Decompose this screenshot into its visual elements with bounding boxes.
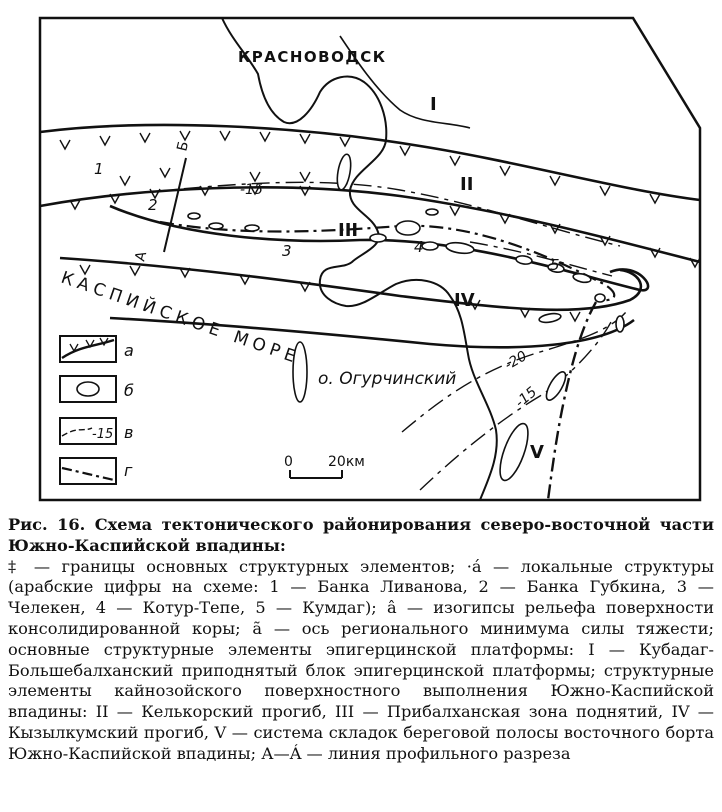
city-label: КРАСНОВОДСК [238, 48, 387, 66]
contour-line-15b [419, 319, 613, 491]
map-frame [38, 16, 702, 502]
boundary-teeth [59, 130, 701, 323]
zone-2-label: II [460, 174, 473, 195]
contour-line-20 [401, 311, 627, 433]
profile-line [163, 157, 187, 253]
boundary-line-4 [59, 256, 643, 312]
structure-4-label: 4 [414, 238, 424, 256]
legend-label-g: г [124, 461, 133, 480]
contour-15b-label: -15 [512, 384, 540, 411]
gravity-minimum-axis [159, 220, 616, 302]
scale-start-label: 0 [284, 454, 293, 470]
local-structures [187, 153, 625, 482]
legend-value-v: -15 [92, 427, 113, 442]
zone-4-label: IV [454, 290, 475, 311]
profile-a-label: А [132, 249, 150, 263]
boundary-line-2 [39, 186, 701, 264]
caption-title: Рис. 16. Схема тектонического районирова… [8, 515, 714, 555]
contour-line-15a [149, 181, 621, 247]
legend: а б -15 в г [59, 335, 134, 485]
legend-label-b: б [124, 381, 134, 400]
legend-box-b [59, 375, 117, 403]
legend-label-v: в [124, 423, 133, 442]
zone-3-label: III [338, 220, 358, 241]
contour-line-5 [469, 241, 613, 277]
coastline-north [339, 35, 471, 129]
legend-box-g [59, 457, 117, 485]
scale-end-label: 20км [328, 454, 365, 470]
zone-5-label: V [530, 442, 544, 463]
coastline [221, 17, 498, 501]
contour-20-label: -20 [502, 348, 530, 373]
tectonic-map-figure: КРАСНОВОДСК КАСПИЙСКОЕ МОРЕ о. Огурчинск… [38, 16, 702, 502]
structure-3-label: 3 [282, 242, 292, 260]
boundary-line-5 [109, 316, 635, 349]
legend-label-a: а [124, 341, 134, 360]
gravity-minimum-axis-south [546, 301, 598, 501]
figure-caption: Рис. 16. Схема тектонического районирова… [8, 515, 714, 765]
contour-15a-label: -15 [240, 182, 263, 198]
legend-box-v [59, 417, 117, 445]
boundary-line-1 [39, 123, 701, 202]
structure-5-label: 5 [550, 256, 560, 274]
scale-bar: 0 20км [284, 454, 365, 479]
island-label: о. Огурчинский [318, 369, 456, 389]
structure-1-label: 1 [94, 160, 104, 178]
profile-b-label: Б [174, 140, 192, 153]
caption-body: ‡ — границы основных структурных элемент… [8, 556, 714, 763]
zone-1-label: I [430, 94, 437, 115]
structure-2-label: 2 [148, 196, 158, 214]
